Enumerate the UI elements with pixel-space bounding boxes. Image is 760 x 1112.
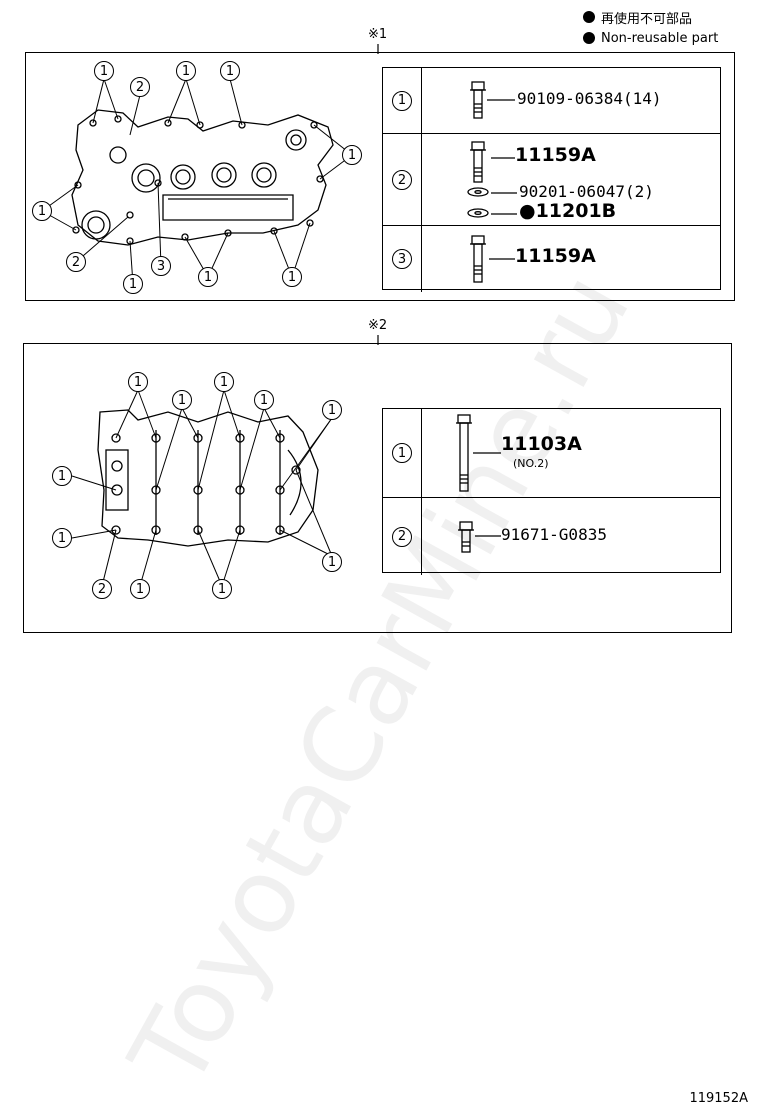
parts-row: 1 11103A (NO.2) [383,409,720,497]
figure-code: 119152A [689,1091,748,1106]
cylinder-block-diagram [71,389,333,587]
callout-circle: 2 [92,579,112,599]
section2-label: ※2 [368,318,388,333]
bolt-icon [458,521,474,553]
row-number-cell: 3 [383,226,422,292]
section1-label: ※1 [368,27,388,42]
part-number: 11103A [501,433,582,455]
callout-circle: 1 [94,61,114,81]
row-number-cell: 1 [383,409,422,497]
callout-circle: 1 [198,267,218,287]
row-number-cell: 1 [383,68,422,133]
non-reusable-dot-icon [583,11,595,23]
callout-circle: 1 [52,528,72,548]
parts-row: 2 91671-G0835 [383,497,720,575]
callout-circle: 1 [282,267,302,287]
callout-circle: 1 [172,390,192,410]
parts-row: 3 11159A [383,225,720,292]
part-note: (NO.2) [513,457,549,470]
legend-jp: 再使用不可部品 [583,9,693,27]
row-number-circle: 3 [392,249,412,269]
callout-circle: 2 [130,77,150,97]
row-number-circle: 1 [392,443,412,463]
callout-circle: 1 [322,400,342,420]
non-reusable-dot-icon [583,32,595,44]
parts-row: 2 11159A 90201-06047(2) ●11201B [383,133,720,226]
section1-parts-table: 1 90109-06384(14) 2 11159A [382,67,721,292]
part-number: 11159A [515,245,596,267]
parts-row: 1 90109-06384(14) [383,68,720,133]
section2-parts-table: 1 11103A (NO.2) 2 91671-G0835 [382,408,721,575]
row-number-circle: 1 [392,90,412,111]
callout-circle: 1 [212,579,232,599]
callout-circle: 1 [52,466,72,486]
legend-en-text: Non-reusable part [601,30,719,46]
part-number: 90201-06047(2) [519,182,654,201]
callout-circle: 1 [130,579,150,599]
bolt-icon [470,81,486,119]
bolt-washer-icon [467,141,489,218]
callout-circle: 1 [342,145,362,165]
callout-circle: 1 [214,372,234,392]
section1-panel [25,52,735,301]
callout-circle: 1 [128,372,148,392]
part-number: 11159A [515,144,596,166]
callout-circle: 1 [32,201,52,221]
part-number: 91671-G0835 [501,525,607,544]
long-bolt-icon [456,414,472,492]
bolt-icon [470,235,486,283]
part-number: 90109-06384(14) [517,89,662,108]
part-number-non-reusable: ●11201B [519,200,617,222]
row-number-cell: 2 [383,134,422,226]
section2-panel [23,343,732,633]
legend-jp-text: 再使用不可部品 [601,11,693,27]
legend-en: Non-reusable part [583,30,718,46]
callout-circle: 1 [176,61,196,81]
callout-circle: 1 [322,552,342,572]
callout-circle: 1 [254,390,274,410]
callout-circle: 1 [123,274,143,294]
row-number-circle: 2 [392,526,412,547]
row-number-cell: 2 [383,498,422,575]
callout-circle: 2 [66,252,86,272]
callout-circle: 1 [220,61,240,81]
row-number-circle: 2 [392,170,412,190]
callout-circle: 3 [151,256,171,276]
